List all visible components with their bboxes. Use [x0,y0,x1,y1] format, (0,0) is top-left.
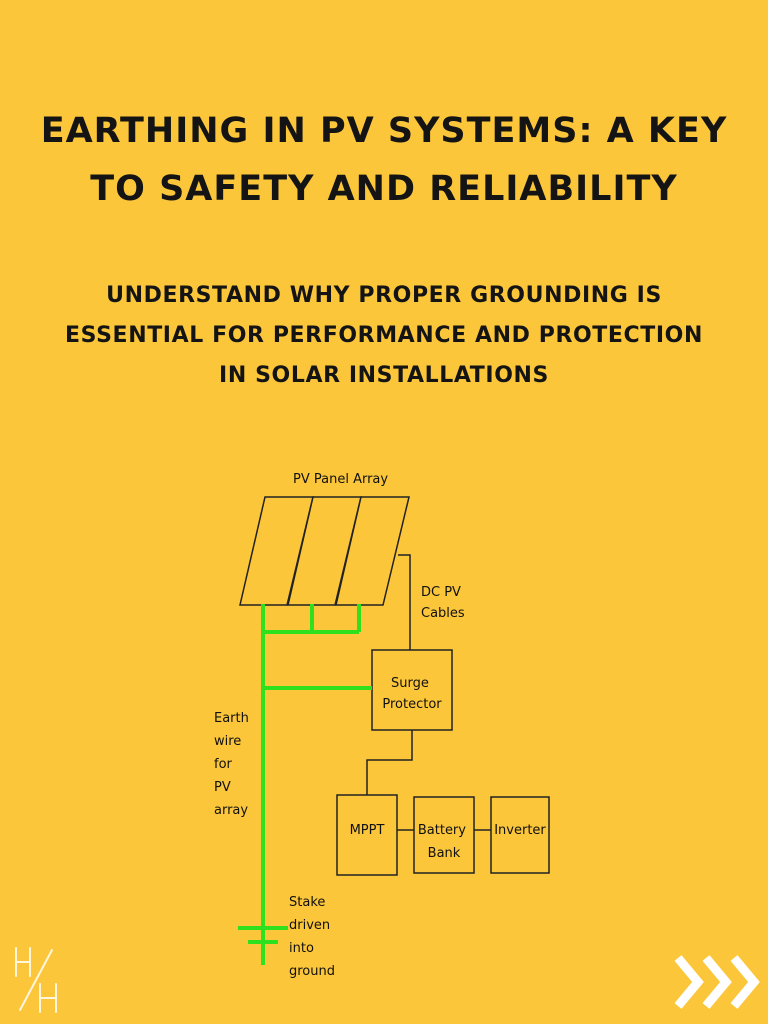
battery-bank-box [413,796,475,874]
pv-panel-1 [239,496,314,606]
surge-protector-label: Surge Protector [382,676,442,712]
inverter-box [490,796,550,874]
page-title: EARTHING IN PV SYSTEMS: A KEY TO SAFETY … [40,111,728,209]
inverter-label: Inverter [494,823,546,838]
stake-label: Stake driven into ground [289,895,335,979]
pv-panel-3 [335,496,410,606]
mppt-label: MPPT [350,823,385,838]
earth-wiring [261,604,372,965]
earth-wire-label: Earth wire for PV array [214,711,253,818]
pv-panel-array [239,496,410,606]
page-subtitle: UNDERSTAND WHY PROPER GROUNDING IS ESSEN… [65,283,703,388]
pv-panel-2 [287,496,362,606]
panel-array-label: PV Panel Array [293,472,388,487]
dc-pv-cable [398,554,411,650]
triple-chevron-right-icon[interactable] [672,950,764,1014]
controller-wire [366,730,413,795]
ground-stake-icon [238,926,288,944]
battery-bank-label: Battery Bank [418,823,470,861]
mppt-box [336,794,398,876]
hh-monogram-icon [15,947,57,1013]
dc-cables-label: DC PV Cables [421,585,465,621]
